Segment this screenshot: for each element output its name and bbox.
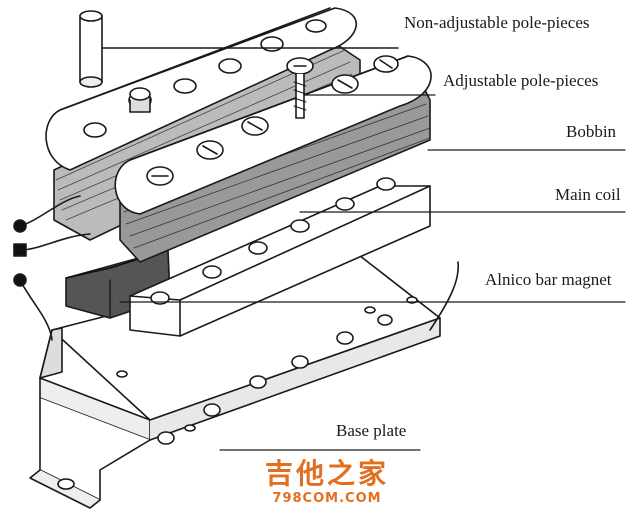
label-bobbin: Bobbin bbox=[566, 122, 617, 141]
loose-pole-piece bbox=[79, 10, 399, 88]
label-base-plate: Base plate bbox=[336, 421, 407, 440]
leader-lines bbox=[119, 94, 626, 451]
label-adjustable-pole-pieces: Adjustable pole-pieces bbox=[443, 71, 599, 90]
watermark-chinese-text: 吉他之家 bbox=[264, 457, 389, 490]
base-plate-holes bbox=[116, 296, 418, 445]
label-main-coil: Main coil bbox=[555, 185, 621, 204]
watermark-url: 798COM.COM bbox=[272, 491, 382, 506]
watermark: 吉他之家 798COM.COM bbox=[254, 457, 400, 507]
base-plate-drawing bbox=[29, 251, 441, 509]
lower-bar-drawing bbox=[129, 177, 431, 337]
label-alnico-bar-magnet: Alnico bar magnet bbox=[485, 270, 612, 289]
wires-drawing bbox=[13, 195, 460, 341]
adjustable-screw-heads bbox=[146, 55, 399, 186]
loose-adjustable-screw bbox=[286, 57, 314, 119]
label-non-adjustable-pole-pieces: Non-adjustable pole-pieces bbox=[404, 13, 590, 32]
